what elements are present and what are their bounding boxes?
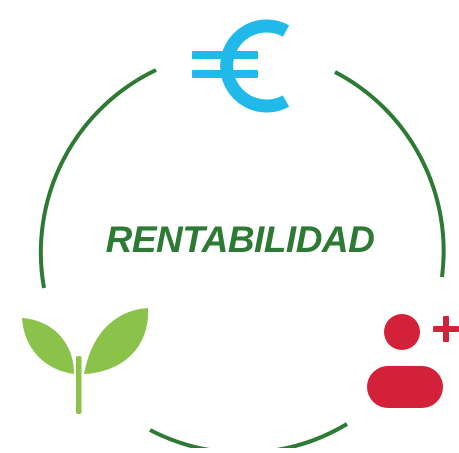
ring-arc-top-right (334, 70, 446, 278)
euro-icon (192, 19, 290, 113)
ring-arc-bottom (149, 422, 349, 453)
person-add-icon (367, 314, 459, 408)
sprout-icon (22, 308, 149, 414)
ring-arc-left (38, 68, 157, 289)
center-title: RENTABILIDAD (105, 219, 375, 260)
